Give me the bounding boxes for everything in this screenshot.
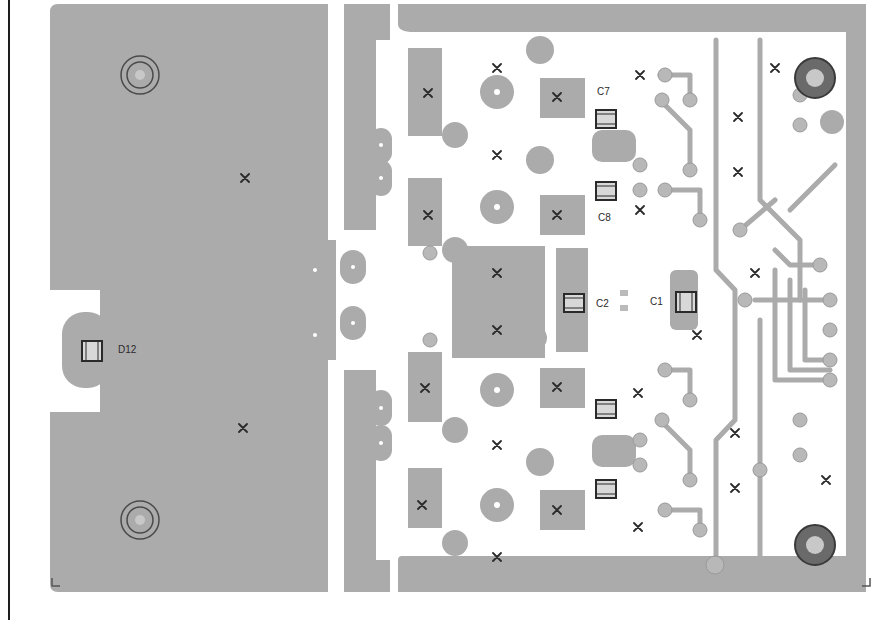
part-label: C7 [597,87,610,97]
part-label: C2 [596,299,609,309]
part-label: C1 [650,297,663,307]
part-label: D12 [118,345,136,355]
part-label: C8 [598,213,611,223]
